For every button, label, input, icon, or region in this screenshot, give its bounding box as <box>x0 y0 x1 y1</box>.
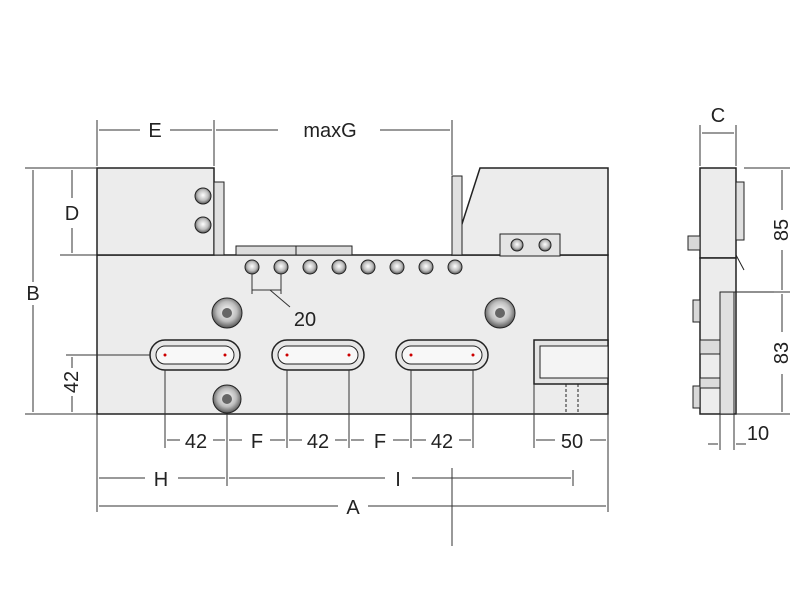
end-pocket-inner <box>539 345 609 379</box>
pitch-hole-icon <box>447 259 463 275</box>
dim-label-B: B <box>26 283 39 305</box>
slot-inner <box>155 345 235 365</box>
side-view <box>687 167 774 415</box>
side-knob <box>687 235 701 251</box>
dim-label-maxG: maxG <box>303 120 356 142</box>
side-knob <box>692 385 701 409</box>
top-rail-right <box>295 245 353 256</box>
fixed-jaw-plate <box>213 181 225 256</box>
dim-label-E: E <box>148 120 161 142</box>
pitch-hole-icon <box>331 259 347 275</box>
movable-jaw-plate <box>451 175 463 256</box>
dim-label-A: A <box>346 497 360 519</box>
front-view <box>96 167 609 415</box>
pitch-hole-icon <box>418 259 434 275</box>
dim-label-H: H <box>154 469 168 491</box>
pitch-hole-icon <box>360 259 376 275</box>
dim-label-D: D <box>65 203 79 225</box>
dim-label-F-b: F <box>374 431 386 453</box>
dim-label-83: 83 <box>771 342 793 364</box>
dim-label-C: C <box>711 105 725 127</box>
dim-label-42-a: 42 <box>185 431 207 453</box>
mounting-slots <box>149 339 489 371</box>
dim-label-42-b: 42 <box>307 431 329 453</box>
side-step <box>699 377 721 389</box>
large-bolt-icon <box>222 394 232 404</box>
side-knob <box>692 299 701 323</box>
dim-label-85: 85 <box>771 219 793 241</box>
slot-inner <box>277 345 359 365</box>
bracket-screw-icon <box>538 238 552 252</box>
pitch-hole-icon <box>273 259 289 275</box>
side-dimensions: C 85 83 10 <box>699 105 793 450</box>
bracket-screw-icon <box>510 238 524 252</box>
side-body-upper <box>699 167 737 259</box>
dim-label-10: 10 <box>747 423 769 445</box>
top-rail-left <box>235 245 297 256</box>
dim-label-42-vertical: 42 <box>61 371 83 393</box>
pitch-hole-icon <box>244 259 260 275</box>
dim-label-50: 50 <box>561 431 583 453</box>
side-step <box>699 339 721 355</box>
front-dimensions: E maxG D B 42 20 <box>25 120 609 546</box>
pitch-hole-icon <box>302 259 318 275</box>
jaw-screw-icon <box>194 216 212 234</box>
dim-label-F-a: F <box>251 431 263 453</box>
side-jaw-plate <box>735 181 745 241</box>
pitch-hole-row <box>244 259 463 275</box>
side-angle-plate <box>719 291 735 415</box>
dim-label-I: I <box>395 469 401 491</box>
pitch-hole-icon <box>389 259 405 275</box>
vise-base <box>96 254 609 415</box>
dim-label-20: 20 <box>294 309 316 331</box>
dim-label-42-c: 42 <box>431 431 453 453</box>
large-bolt-icon <box>495 308 505 318</box>
fixed-jaw <box>96 167 215 256</box>
large-bolt-icon <box>222 308 232 318</box>
slot-inner <box>401 345 483 365</box>
jaw-screw-icon <box>194 187 212 205</box>
